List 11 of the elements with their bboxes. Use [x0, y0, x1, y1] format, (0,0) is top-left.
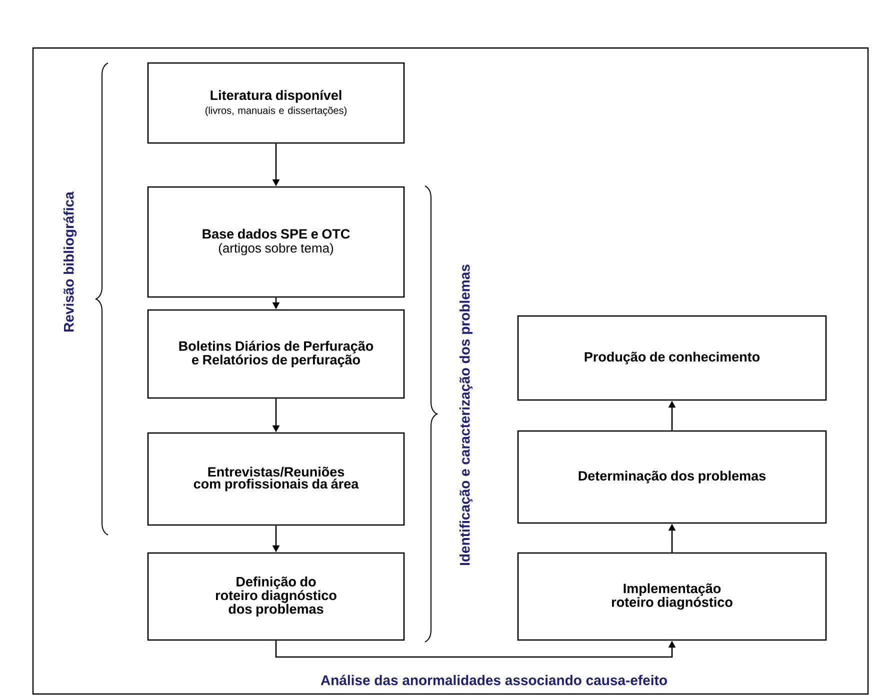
process-box: Produção de conhecimento	[517, 315, 827, 401]
edge-label: Análise das anormalidades associando causa-efeito	[320, 674, 669, 686]
process-box: Base dados SPE e OTC (artigos sobre tema)	[147, 186, 405, 298]
process-box: Entrevistas/Reuniões com profissionais da área	[147, 432, 405, 526]
process-box: Definição do roteiro diagnóstico dos problemas	[147, 552, 405, 641]
process-box: Boletins Diários de Perfuração e Relatórios de perfuração	[147, 309, 405, 399]
process-box: Implementação roteiro diagnóstico	[517, 552, 827, 641]
process-box: Literatura disponível (livros, manuais e dissertações)	[147, 62, 405, 144]
process-box: Determinação dos problemas	[517, 430, 827, 524]
brace-label: Identificação e caracterização dos problemas	[459, 264, 473, 565]
brace-label: Revisão bibliográfica	[63, 192, 77, 332]
